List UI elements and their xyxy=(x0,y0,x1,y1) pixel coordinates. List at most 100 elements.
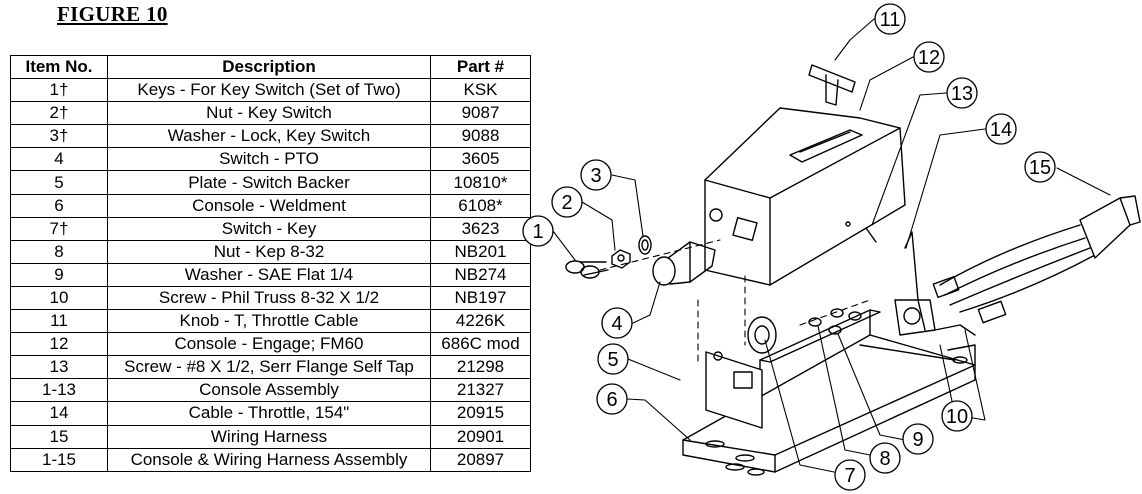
svg-text:6: 6 xyxy=(606,389,617,411)
description-cell: Console Assembly xyxy=(107,378,431,403)
key-switch-drawing xyxy=(747,316,777,354)
parts-table: Item No. Description Part # 1†Keys - For… xyxy=(10,54,531,472)
part-number-cell: NB201 xyxy=(430,239,531,264)
callout-7: 7 xyxy=(834,459,866,491)
item-no-cell: 15 xyxy=(10,424,108,449)
description-cell: Console - Engage; FM60 xyxy=(107,332,431,357)
description-cell: Wiring Harness xyxy=(107,424,431,449)
item-no-cell: 1-13 xyxy=(10,378,108,403)
description-cell: Screw - Phil Truss 8-32 X 1/2 xyxy=(107,285,431,311)
callout-2: 2 xyxy=(551,186,583,218)
hardware-drawing xyxy=(808,227,877,335)
t-knob-drawing xyxy=(808,64,856,106)
description-cell: Washer - SAE Flat 1/4 xyxy=(107,262,431,287)
callout-14: 14 xyxy=(985,113,1017,145)
nut-washer-drawing xyxy=(611,235,652,269)
exploded-assembly-diagram: 1 2 3 4 5 6 7 8 9 10 11 12 13 14 15 xyxy=(522,3,1141,491)
part-number-cell: 10810* xyxy=(430,170,531,195)
callout-11: 11 xyxy=(874,3,906,35)
header-description: Description xyxy=(107,54,431,80)
item-no-cell: 7† xyxy=(10,216,108,241)
callout-13: 13 xyxy=(946,77,978,109)
description-cell: Nut - Kep 8-32 xyxy=(107,239,431,264)
item-no-cell: 13 xyxy=(10,355,108,380)
svg-text:15: 15 xyxy=(1029,157,1051,179)
item-no-cell: 11 xyxy=(10,309,108,334)
item-no-cell: 4 xyxy=(10,147,108,172)
svg-text:5: 5 xyxy=(607,349,618,371)
item-no-cell: 9 xyxy=(10,262,108,287)
part-number-cell: 9088 xyxy=(430,124,531,149)
part-number-cell: NB197 xyxy=(430,285,531,311)
svg-text:7: 7 xyxy=(844,465,855,487)
description-cell: Knob - T, Throttle Cable xyxy=(107,309,431,334)
table-row: 1†Keys - For Key Switch (Set of Two)KSK xyxy=(10,78,531,103)
callout-5: 5 xyxy=(597,343,629,375)
item-no-cell: 5 xyxy=(10,170,108,195)
part-number-cell: 4226K xyxy=(430,309,531,334)
part-number-cell: NB274 xyxy=(430,262,531,287)
description-cell: Screw - #8 X 1/2, Serr Flange Self Tap xyxy=(107,355,431,380)
part-number-cell: 21327 xyxy=(430,378,531,403)
part-number-cell: 20901 xyxy=(430,424,531,449)
pto-switch-drawing xyxy=(652,241,716,286)
svg-text:11: 11 xyxy=(880,9,901,31)
item-no-cell: 1-15 xyxy=(10,447,108,472)
part-number-cell: 3605 xyxy=(430,147,531,172)
description-cell: Plate - Switch Backer xyxy=(107,170,431,195)
callout-15: 15 xyxy=(1024,151,1056,183)
description-cell: Switch - PTO xyxy=(107,147,431,172)
table-header-row: Item No. Description Part # xyxy=(10,54,531,80)
item-no-cell: 12 xyxy=(10,332,108,357)
callout-4: 4 xyxy=(601,307,633,339)
description-cell: Nut - Key Switch xyxy=(107,101,431,126)
svg-text:8: 8 xyxy=(879,448,890,470)
svg-text:4: 4 xyxy=(611,313,622,335)
item-no-cell: 6 xyxy=(10,193,108,218)
part-number-cell: 20915 xyxy=(430,401,531,426)
item-no-cell: 2† xyxy=(10,101,108,126)
item-no-cell: 8 xyxy=(10,239,108,264)
callout-10: 10 xyxy=(941,400,973,432)
svg-text:12: 12 xyxy=(918,47,940,69)
part-number-cell: 20897 xyxy=(430,447,531,472)
part-number-cell: 21298 xyxy=(430,355,531,380)
header-item-no: Item No. xyxy=(10,54,108,80)
description-cell: Console - Weldment xyxy=(107,193,431,218)
description-cell: Console & Wiring Harness Assembly xyxy=(107,447,431,472)
leader-lines xyxy=(552,18,1111,473)
keys-drawing xyxy=(565,260,609,279)
svg-text:3: 3 xyxy=(590,165,601,187)
description-cell: Switch - Key xyxy=(107,216,431,241)
wiring-harness-drawing xyxy=(932,195,1141,324)
svg-text:13: 13 xyxy=(951,83,973,105)
assembly-lines xyxy=(599,239,871,366)
part-number-cell: 686C mod xyxy=(430,332,531,357)
item-no-cell: 14 xyxy=(10,401,108,426)
callout-9: 9 xyxy=(902,423,934,455)
svg-text:14: 14 xyxy=(990,119,1012,141)
part-number-cell: KSK xyxy=(430,78,531,103)
callout-8: 8 xyxy=(869,442,901,474)
item-no-cell: 1† xyxy=(10,78,108,103)
callout-3: 3 xyxy=(580,159,612,191)
svg-text:10: 10 xyxy=(946,406,968,428)
backer-plate-drawing xyxy=(705,351,763,429)
figure-title: FIGURE 10 xyxy=(57,2,168,26)
item-no-cell: 3† xyxy=(10,124,108,149)
description-cell: Keys - For Key Switch (Set of Two) xyxy=(107,78,431,103)
